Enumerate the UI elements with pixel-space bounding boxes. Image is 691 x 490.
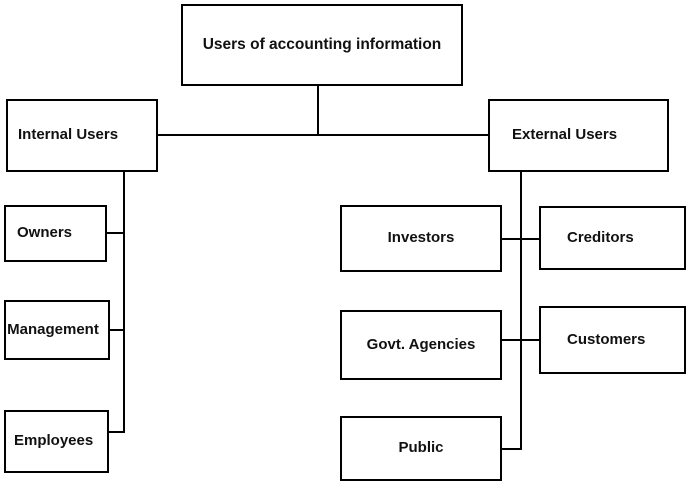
connector-stub-customers	[520, 339, 540, 341]
node-label-owners: Owners	[17, 224, 73, 242]
connector-stub-govt-agencies	[501, 339, 521, 341]
connector-stub-owners	[106, 232, 124, 234]
connector-root-stem	[317, 86, 319, 136]
node-creditors: Creditors	[539, 206, 686, 270]
node-label-management: Management	[7, 320, 99, 338]
node-owners: Owners	[4, 205, 107, 262]
node-label-investors: Investors	[387, 229, 455, 247]
node-internal-users: Internal Users	[6, 99, 158, 172]
connector-internal-spine	[123, 171, 125, 433]
node-customers: Customers	[539, 306, 686, 374]
connector-stub-management	[109, 329, 124, 331]
node-external-users: External Users	[488, 99, 669, 172]
node-label-employees: Employees	[14, 432, 94, 450]
node-govt-agencies: Govt. Agencies	[340, 310, 502, 380]
node-management: Management	[4, 300, 110, 360]
node-employees: Employees	[4, 410, 109, 473]
node-label-creditors: Creditors	[567, 228, 634, 246]
node-investors: Investors	[340, 205, 502, 272]
connector-external-spine	[520, 171, 522, 450]
node-label-public: Public	[398, 439, 444, 457]
node-label-govt-agencies: Govt. Agencies	[366, 335, 476, 353]
connector-root-trunk	[157, 134, 489, 136]
node-users-of-accounting-information: Users of accounting information	[181, 4, 463, 86]
node-label-external-users: External Users	[512, 126, 618, 144]
node-public: Public	[340, 416, 502, 481]
node-label-internal-users: Internal Users	[18, 126, 119, 144]
connector-stub-creditors	[520, 238, 540, 240]
node-label-root: Users of accounting information	[202, 36, 442, 54]
connector-stub-investors	[501, 238, 521, 240]
connector-stub-public	[501, 448, 521, 450]
connector-stub-employees	[108, 431, 124, 433]
node-label-customers: Customers	[567, 330, 646, 348]
